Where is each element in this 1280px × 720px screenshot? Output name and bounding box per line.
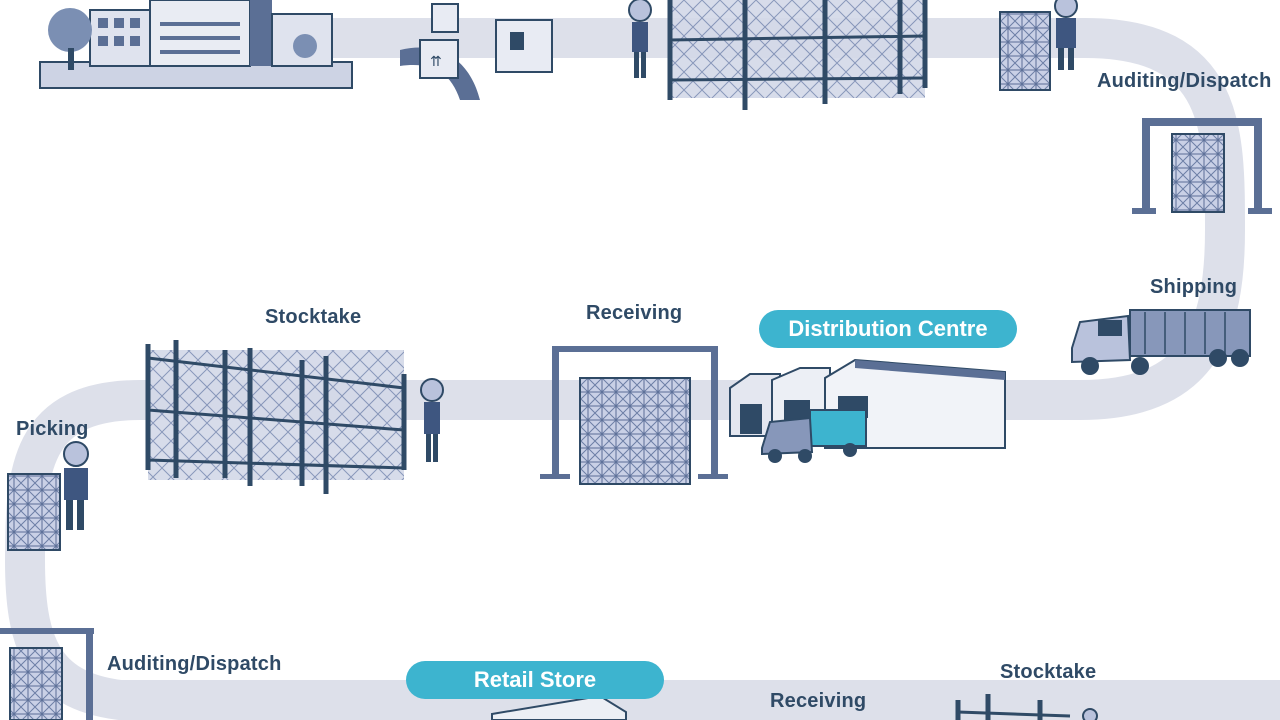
storage-rack-top	[667, 0, 928, 110]
delivery-truck-small	[761, 409, 867, 463]
svg-text:⇈: ⇈	[430, 54, 442, 70]
label-auditing-dispatch-top: Auditing/Dispatch	[1097, 70, 1272, 92]
boxes-chute-illustration: ⇈	[400, 3, 553, 100]
worker-icon-middle	[420, 378, 444, 462]
label-shipping: Shipping	[1150, 276, 1238, 298]
box-stack-top-right	[999, 11, 1051, 91]
box-stack-picking	[7, 473, 61, 551]
label-stocktake-bottom: Stocktake	[1000, 661, 1097, 683]
label-receiving-middle: Receiving	[586, 302, 683, 324]
label-stocktake-middle: Stocktake	[265, 306, 362, 328]
label-picking: Picking	[16, 418, 89, 440]
label-auditing-dispatch-bottom: Auditing/Dispatch	[107, 653, 282, 675]
truck-illustration	[1071, 309, 1251, 375]
label-retail-store: Retail Store	[406, 661, 664, 699]
label-receiving-bottom: Receiving	[770, 690, 867, 712]
worker-icon-top	[628, 0, 652, 78]
scanner-gate-right	[1132, 118, 1272, 214]
storage-rack-middle	[145, 340, 407, 494]
worker-icon-picking	[63, 441, 89, 530]
label-distribution-centre: Distribution Centre	[759, 310, 1017, 348]
storage-rack-bottom	[955, 694, 1098, 720]
receiving-gate-middle	[540, 346, 728, 485]
retail-store-building	[491, 694, 627, 720]
scanner-gate-bottom-left	[0, 628, 94, 720]
factory-illustration	[39, 0, 353, 89]
worker-icon-top-right	[1054, 0, 1078, 70]
